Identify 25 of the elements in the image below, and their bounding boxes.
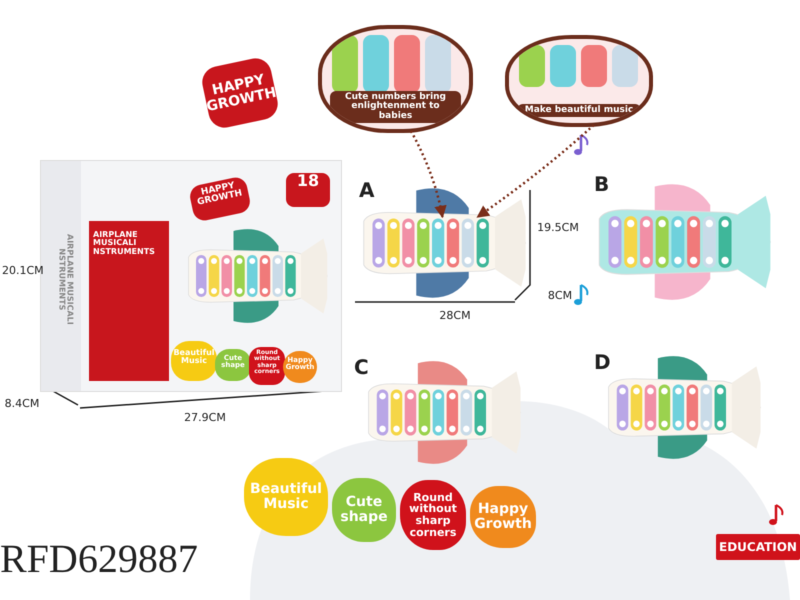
box-title: AIRPLANE MUSICALI NSTRUMENTS	[93, 231, 156, 256]
blob-text: Cute shape	[339, 495, 389, 525]
letter-label: A	[359, 180, 374, 201]
callout-text: Cute numbers bring enlightenment to babies	[330, 90, 461, 123]
dimension-label: 28CM	[438, 310, 472, 322]
blob-text: Beautiful Music	[249, 482, 323, 512]
age-label: 18	[286, 173, 330, 207]
letter-label: C	[354, 357, 369, 378]
side-title: AIRPLANE MUSICALI NSTRUMENTS	[56, 233, 74, 327]
tag-text: EDUCATION	[719, 540, 797, 554]
callout-text: Make beautiful music	[517, 104, 641, 117]
dimension-label: 20.1CM	[2, 265, 42, 277]
dimension-label: 8.4CM	[4, 398, 40, 410]
blob-text: Happy Growth	[473, 502, 533, 532]
dimension-label: 8CM	[546, 290, 574, 302]
product-code: RFD629887	[0, 538, 199, 580]
blob-text: Round without sharp corners	[408, 492, 458, 538]
leader-line	[410, 130, 446, 218]
letter-label: B	[594, 174, 610, 195]
letter-label: D	[594, 352, 611, 373]
dimension-label: 27.9CM	[183, 412, 227, 424]
leader-line	[476, 124, 595, 218]
feature-label: Beautiful Music	[171, 341, 217, 381]
dimension-label: 19.5CM	[536, 222, 580, 234]
tag-badge	[716, 534, 800, 560]
